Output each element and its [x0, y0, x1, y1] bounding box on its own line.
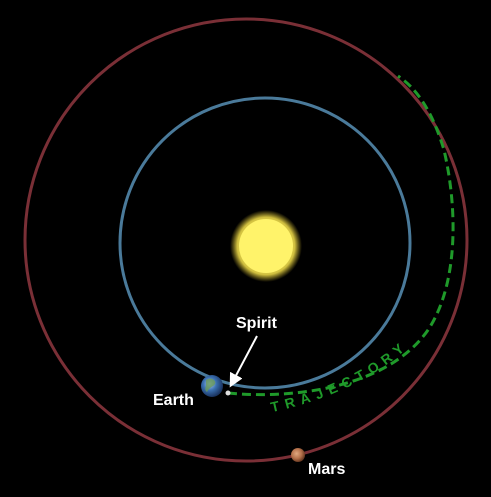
earth-label: Earth	[153, 392, 194, 409]
spirit-spacecraft-icon	[225, 390, 231, 396]
spirit-pointer-arrow	[229, 335, 258, 388]
sun-core	[239, 219, 293, 273]
earth-orbit	[118, 96, 412, 390]
mars-orbit	[23, 17, 469, 463]
mars-label: Mars	[308, 461, 345, 478]
mars-icon	[291, 448, 305, 462]
spirit-label: Spirit	[236, 315, 278, 332]
trajectory-path	[227, 74, 455, 397]
earth-land-shape	[205, 378, 216, 392]
